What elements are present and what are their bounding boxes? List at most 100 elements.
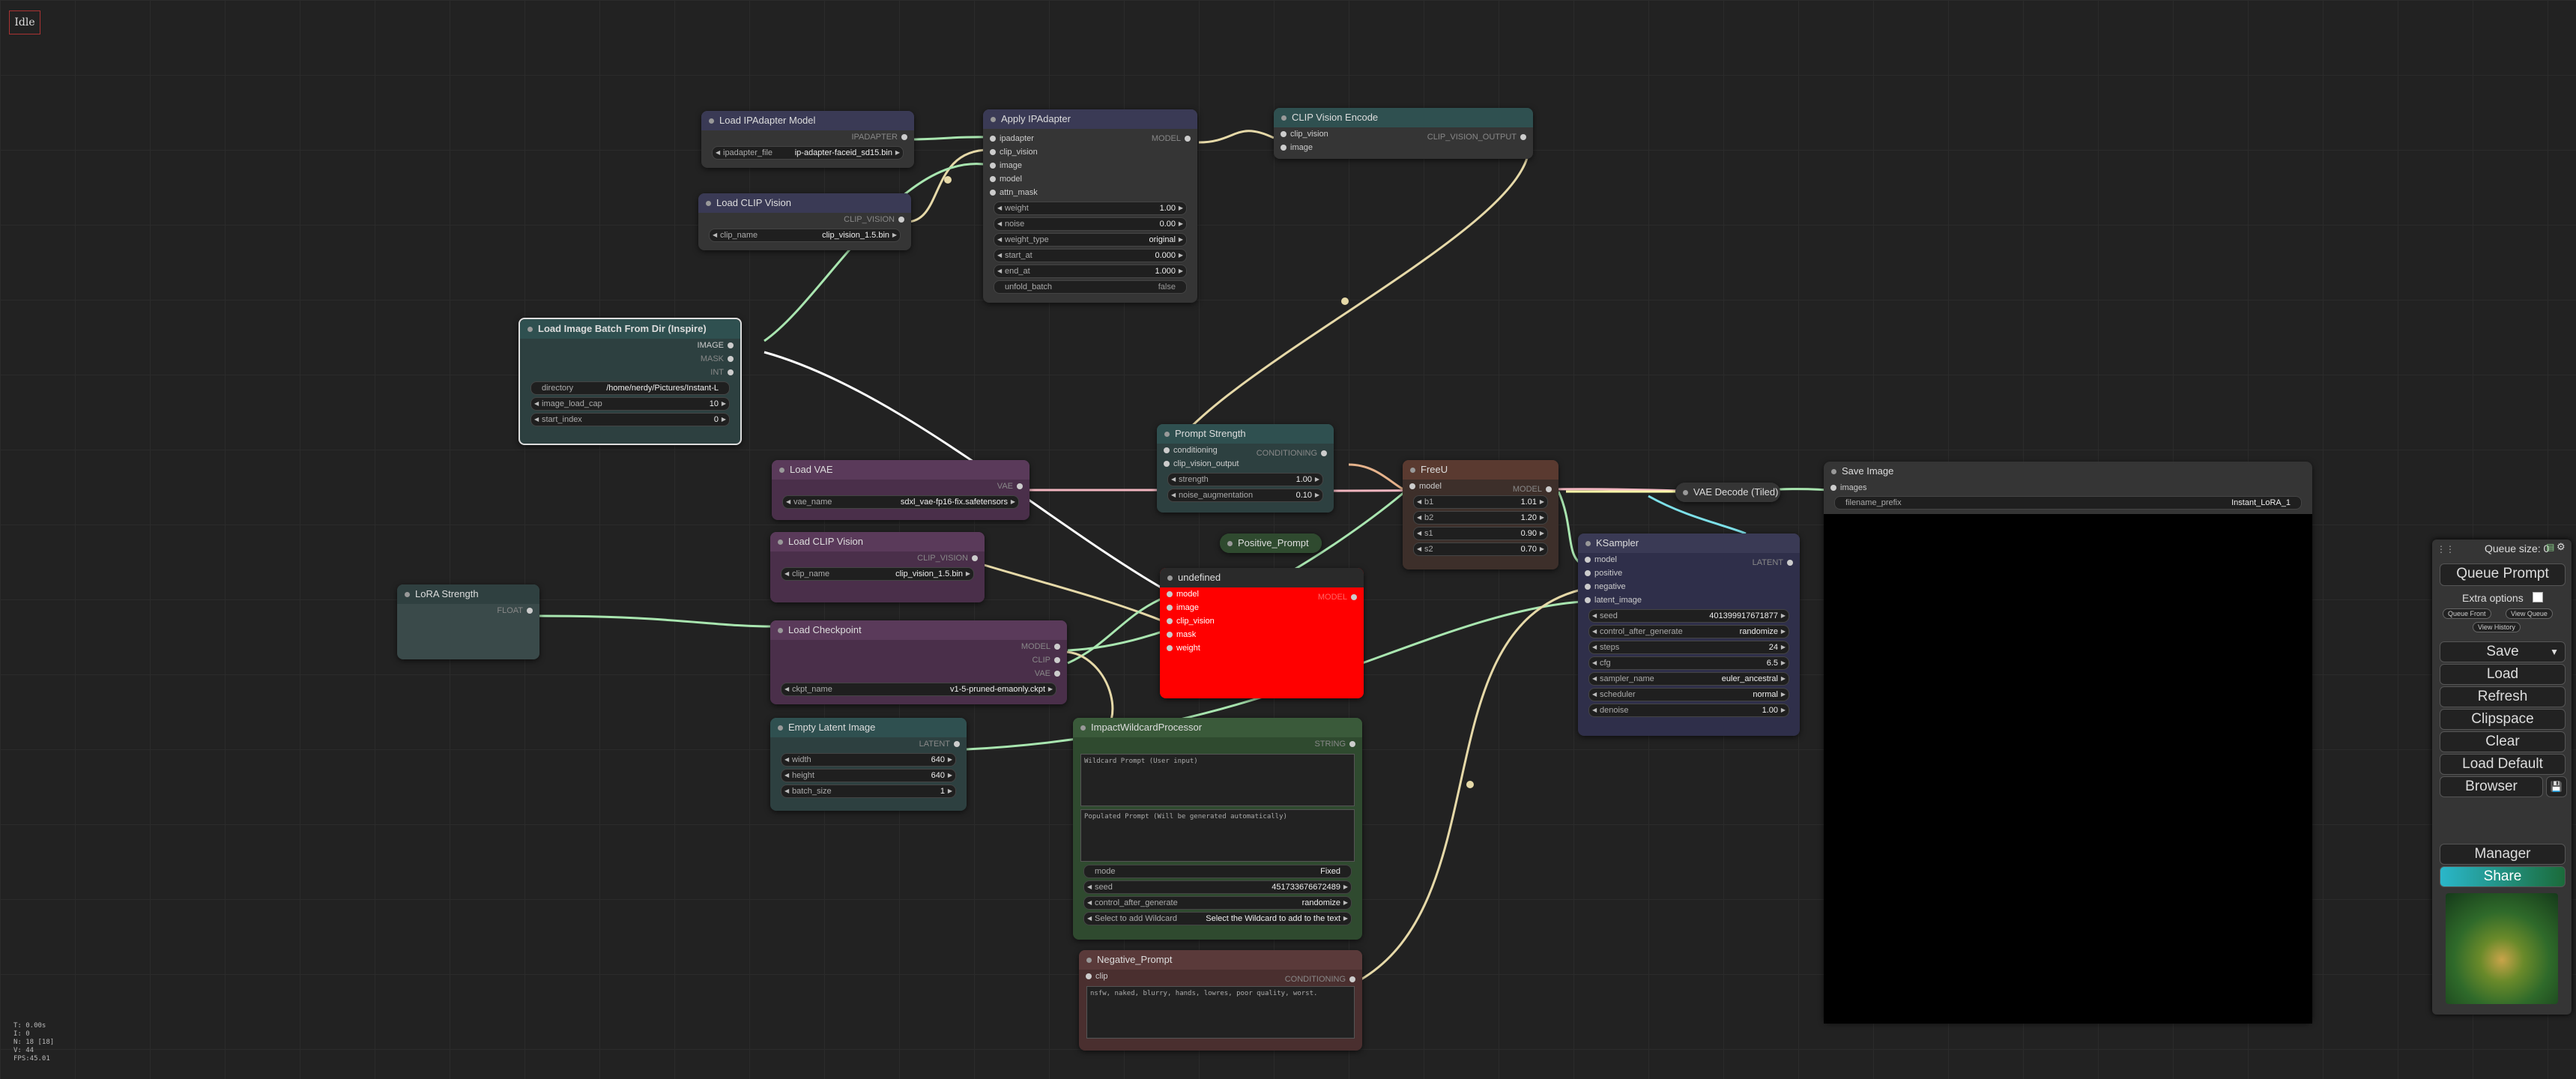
node-title[interactable]: Load VAE	[772, 460, 1030, 480]
input-mask[interactable]: mask	[1160, 628, 1364, 641]
widget-s1[interactable]: s10.90	[1413, 527, 1548, 540]
node-title[interactable]: Load Checkpoint	[770, 620, 1067, 640]
browser-button[interactable]: Browser	[2440, 776, 2543, 797]
input-images[interactable]: images	[1824, 481, 2312, 495]
manager-button[interactable]: Manager	[2440, 844, 2566, 865]
output-conditioning[interactable]: CONDITIONING	[1220, 447, 1334, 460]
node-title[interactable]: Load Image Batch From Dir (Inspire)	[520, 319, 740, 339]
output-model[interactable]: MODEL	[1091, 132, 1197, 145]
output-string[interactable]: STRING	[1073, 737, 1362, 751]
input-image[interactable]: image	[1160, 601, 1364, 614]
queue-prompt-button[interactable]: Queue Prompt	[2440, 563, 2566, 586]
input-image[interactable]: image	[1274, 141, 1533, 154]
input-clip-vision[interactable]: clip_vision	[1274, 127, 1533, 141]
preview-thumbnail[interactable]	[2446, 893, 2558, 1004]
node-apply-ipadapter[interactable]: Apply IPAdapter MODEL ipadapter clip_vis…	[983, 109, 1197, 303]
node-title[interactable]: VAE Decode (Tiled)	[1675, 483, 1780, 502]
widget-b1[interactable]: b11.01	[1413, 495, 1548, 509]
input-clip-vision[interactable]: clip_vision	[983, 145, 1197, 159]
node-prompt-strength[interactable]: Prompt Strength CONDITIONING conditionin…	[1157, 424, 1334, 513]
input-attn-mask[interactable]: attn_mask	[983, 186, 1197, 199]
node-title[interactable]: CLIP Vision Encode	[1274, 108, 1533, 127]
load-default-button[interactable]: Load Default	[2440, 754, 2566, 775]
input-ipadapter[interactable]: ipadapter	[983, 132, 1197, 145]
widget-directory[interactable]: directory/home/nerdy/Pictures/Instant-L	[530, 381, 730, 395]
input-weight[interactable]: weight	[1160, 641, 1364, 655]
node-vae-decode-tiled[interactable]: VAE Decode (Tiled)	[1675, 483, 1780, 502]
wildcard-prompt-textarea[interactable]: Wildcard Prompt (User input)	[1080, 754, 1355, 806]
populated-prompt-textarea[interactable]: Populated Prompt (Will be generated auto…	[1080, 809, 1355, 862]
input-model[interactable]: model	[1578, 553, 1800, 566]
output-int[interactable]: INT	[520, 366, 740, 379]
widget-start-at[interactable]: start_at0.000	[994, 249, 1187, 262]
output-latent[interactable]: LATENT	[1723, 556, 1800, 569]
node-lora-strength[interactable]: LoRA Strength FLOAT	[397, 584, 539, 659]
input-negative[interactable]: negative	[1578, 580, 1800, 593]
node-title[interactable]: Save Image	[1824, 462, 2312, 481]
widget-b2[interactable]: b21.20	[1413, 511, 1548, 525]
node-load-clip-vision-top[interactable]: Load CLIP Vision CLIP_VISION clip_namecl…	[698, 193, 911, 250]
output-clip[interactable]: CLIP	[770, 653, 1067, 667]
queue-front-button[interactable]: Queue Front	[2443, 608, 2491, 619]
input-conditioning[interactable]: conditioning	[1157, 444, 1334, 457]
input-latent-image[interactable]: latent_image	[1578, 593, 1800, 607]
output-vae[interactable]: VAE	[772, 480, 1030, 493]
node-title[interactable]: Empty Latent Image	[770, 718, 967, 737]
gear-icon[interactable]: ⚙	[2557, 541, 2566, 552]
widget-end-at[interactable]: end_at1.000	[994, 265, 1187, 278]
view-queue-button[interactable]: View Queue	[2506, 608, 2553, 619]
drag-handle-icon[interactable]: ⋮⋮	[2437, 544, 2455, 554]
output-model[interactable]: MODEL	[1287, 590, 1364, 604]
output-float[interactable]: FLOAT	[397, 604, 539, 617]
node-freeu[interactable]: FreeU MODEL model b11.01 b21.20 s10.90 s…	[1403, 460, 1558, 569]
node-title[interactable]: undefined	[1160, 568, 1364, 587]
negative-prompt-textarea[interactable]: nsfw, naked, blurry, hands, lowres, poor…	[1086, 986, 1355, 1039]
output-clip-vision[interactable]: CLIP_VISION	[698, 213, 911, 226]
node-title[interactable]: Load IPAdapter Model	[701, 111, 914, 130]
input-clip-vision[interactable]: clip_vision	[1160, 614, 1364, 628]
node-title[interactable]: Prompt Strength	[1157, 424, 1334, 444]
save-button[interactable]: Save▼	[2440, 641, 2566, 662]
history-icon[interactable]: ▤	[2546, 542, 2555, 552]
node-title[interactable]: FreeU	[1403, 460, 1558, 480]
refresh-button[interactable]: Refresh	[2440, 686, 2566, 707]
output-model[interactable]: MODEL	[770, 640, 1067, 653]
output-ipadapter[interactable]: IPADAPTER	[701, 130, 914, 144]
view-history-button[interactable]: View History	[2473, 622, 2521, 632]
clear-button[interactable]: Clear	[2440, 731, 2566, 752]
input-model[interactable]: model	[983, 172, 1197, 186]
input-model[interactable]: model	[1160, 587, 1364, 601]
node-title[interactable]: KSampler	[1578, 534, 1800, 553]
input-positive[interactable]: positive	[1578, 566, 1800, 580]
node-negative-prompt[interactable]: Negative_Prompt CONDITIONING clip nsfw, …	[1079, 950, 1362, 1051]
input-clip[interactable]: clip	[1079, 970, 1362, 983]
node-positive-prompt[interactable]: Positive_Prompt	[1220, 534, 1322, 553]
output-latent[interactable]: LATENT	[770, 737, 967, 751]
node-title[interactable]: Positive_Prompt	[1220, 534, 1322, 553]
input-clip-vision-output[interactable]: clip_vision_output	[1157, 457, 1334, 471]
